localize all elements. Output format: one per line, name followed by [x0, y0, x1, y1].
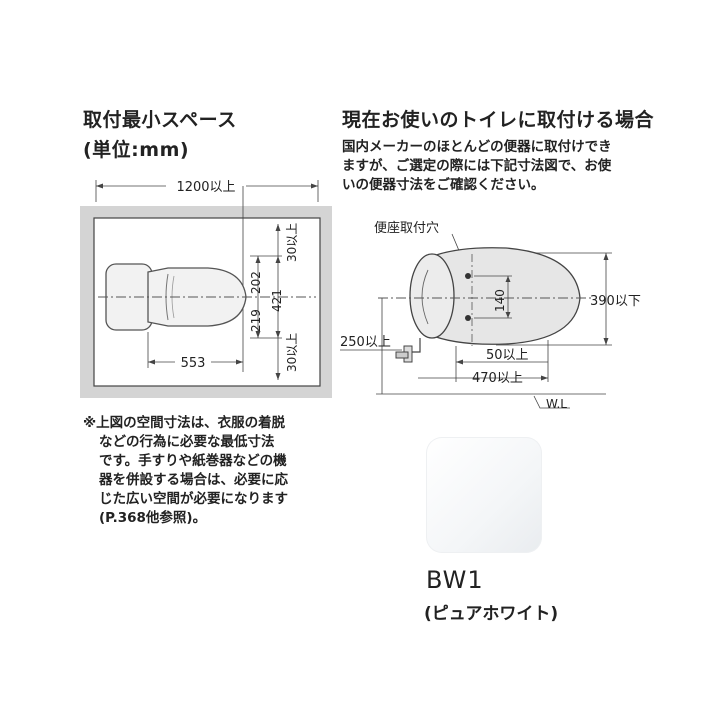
dim-421: 421 [270, 289, 284, 312]
bowl-rear [409, 253, 455, 339]
wall-line-label: W.L [546, 397, 567, 411]
dim-50: 50以上 [486, 348, 529, 363]
dim-bottom-clearance: 30以上 [285, 333, 299, 372]
minimum-space-diagram: 1200以上 219 202 421 30以上 30以上 553 [80, 180, 332, 398]
dim-219: 219 [249, 309, 263, 332]
dim-top-1200: 1200以上 [176, 180, 235, 195]
install-desc-line-3: いの便器寸法をご確認ください。 [342, 177, 545, 193]
dim-top-clearance: 30以上 [285, 223, 299, 262]
note-line-3: です。手すりや紙巻器などの機 [99, 453, 287, 469]
install-desc-line-2: ますが、ご選定の際には下記寸法図で、お使 [342, 158, 612, 174]
dim-250: 250以上 [340, 335, 391, 350]
color-code: BW1 [426, 566, 484, 594]
color-name: (ピュアホワイト) [424, 604, 559, 624]
seat-hole-label: 便座取付穴 [374, 221, 439, 236]
dim-553: 553 [181, 356, 206, 371]
note-line-5: じた広い空間が必要になります [99, 491, 288, 507]
install-title: 現在お使いのトイレに取付ける場合 [342, 109, 655, 131]
install-desc-line-1: 国内メーカーのほとんどの便器に取付けでき [342, 139, 612, 155]
toilet-dimension-diagram: 便座取付穴 390以下 140 250以上 50以上 470以上 W.L [340, 221, 641, 411]
note-line-2: などの行為に必要な最低寸法 [99, 434, 275, 450]
note-line-1: ※上図の空間寸法は、衣服の着脱 [83, 415, 286, 431]
space-title: 取付最小スペース [83, 109, 237, 131]
note-line-4: 器を併設する場合は、必要に応 [99, 472, 288, 488]
dim-470: 470以上 [472, 371, 523, 386]
note-line-6: (P.368他参照)。 [99, 510, 207, 526]
dim-390: 390以下 [590, 294, 641, 309]
unit-label: (単位:mm) [83, 139, 190, 161]
color-swatch [426, 437, 542, 553]
dim-140: 140 [493, 289, 507, 312]
dim-202: 202 [249, 271, 263, 294]
